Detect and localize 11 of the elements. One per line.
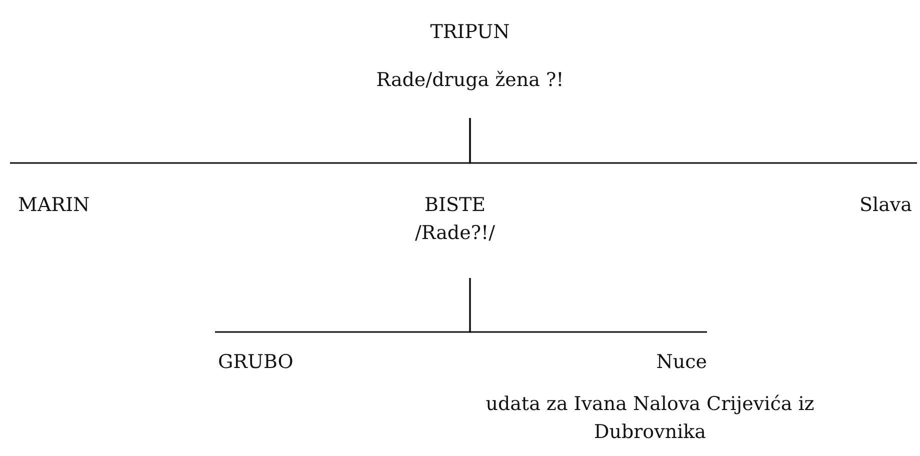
person-name: /Rade?!/ (414, 221, 496, 246)
note-text: udata za Ivana Nalova Crijevića iz Dubrovnika (484, 392, 816, 445)
person-name: Nuce (656, 350, 707, 375)
person-name: MARIN (18, 193, 90, 218)
person-name: Rade/druga žena ?! (376, 68, 564, 93)
person-name: Slava (860, 193, 912, 218)
person-name: BISTE (424, 193, 486, 218)
tree-line (469, 118, 917, 164)
person-name: TRIPUN (430, 20, 510, 45)
person-name: GRUBO (218, 350, 294, 375)
tree-line (469, 278, 707, 333)
